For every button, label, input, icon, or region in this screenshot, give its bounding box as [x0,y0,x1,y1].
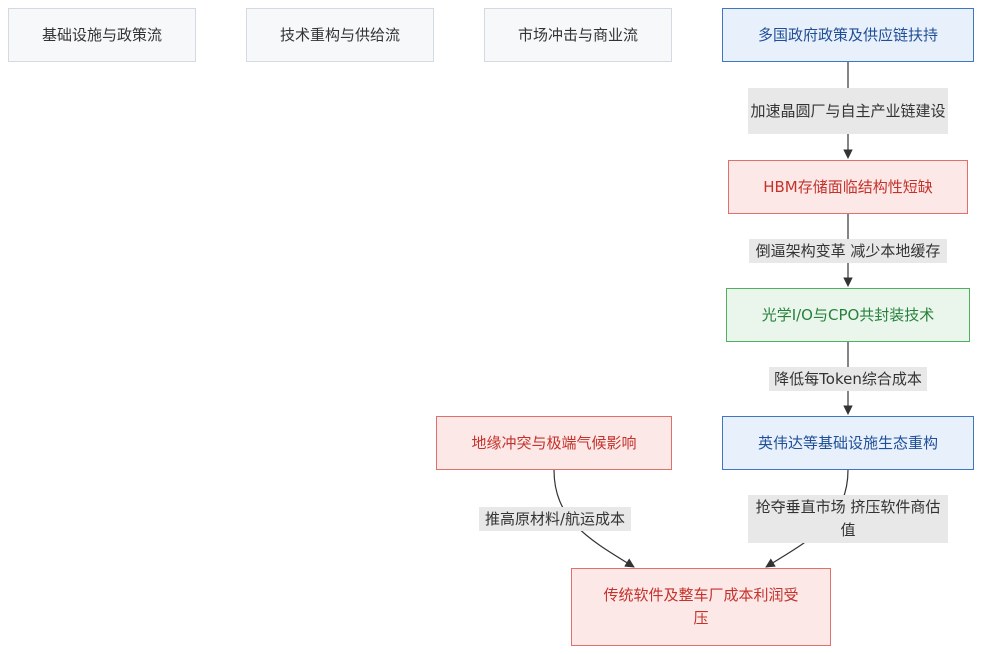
edge-label-hbm-to-optical: 倒逼架构变革 减少本地缓存 [749,239,947,263]
lane-infrastructure: 基础设施与政策流 [8,8,196,62]
edge-label-nvidia-to-software: 抢夺垂直市场 挤压软件商估值 [748,495,948,543]
node-software: 传统软件及整车厂成本利润受压 [571,568,831,646]
edge-label-optical-to-nvidia: 降低每Token综合成本 [769,367,927,391]
node-nvidia: 英伟达等基础设施生态重构 [722,416,974,470]
edge-label-policy-to-hbm: 加速晶圆厂与自主产业链建设 [748,88,948,134]
lane-market: 市场冲击与商业流 [484,8,672,62]
lane-tech: 技术重构与供给流 [246,8,434,62]
node-policy: 多国政府政策及供应链扶持 [722,8,974,62]
node-hbm: HBM存储面临结构性短缺 [728,160,968,214]
edge-label-geo-to-software: 推高原材料/航运成本 [479,507,631,531]
node-geo: 地缘冲突与极端气候影响 [436,416,672,470]
node-optical: 光学I/O与CPO共封装技术 [726,288,970,342]
